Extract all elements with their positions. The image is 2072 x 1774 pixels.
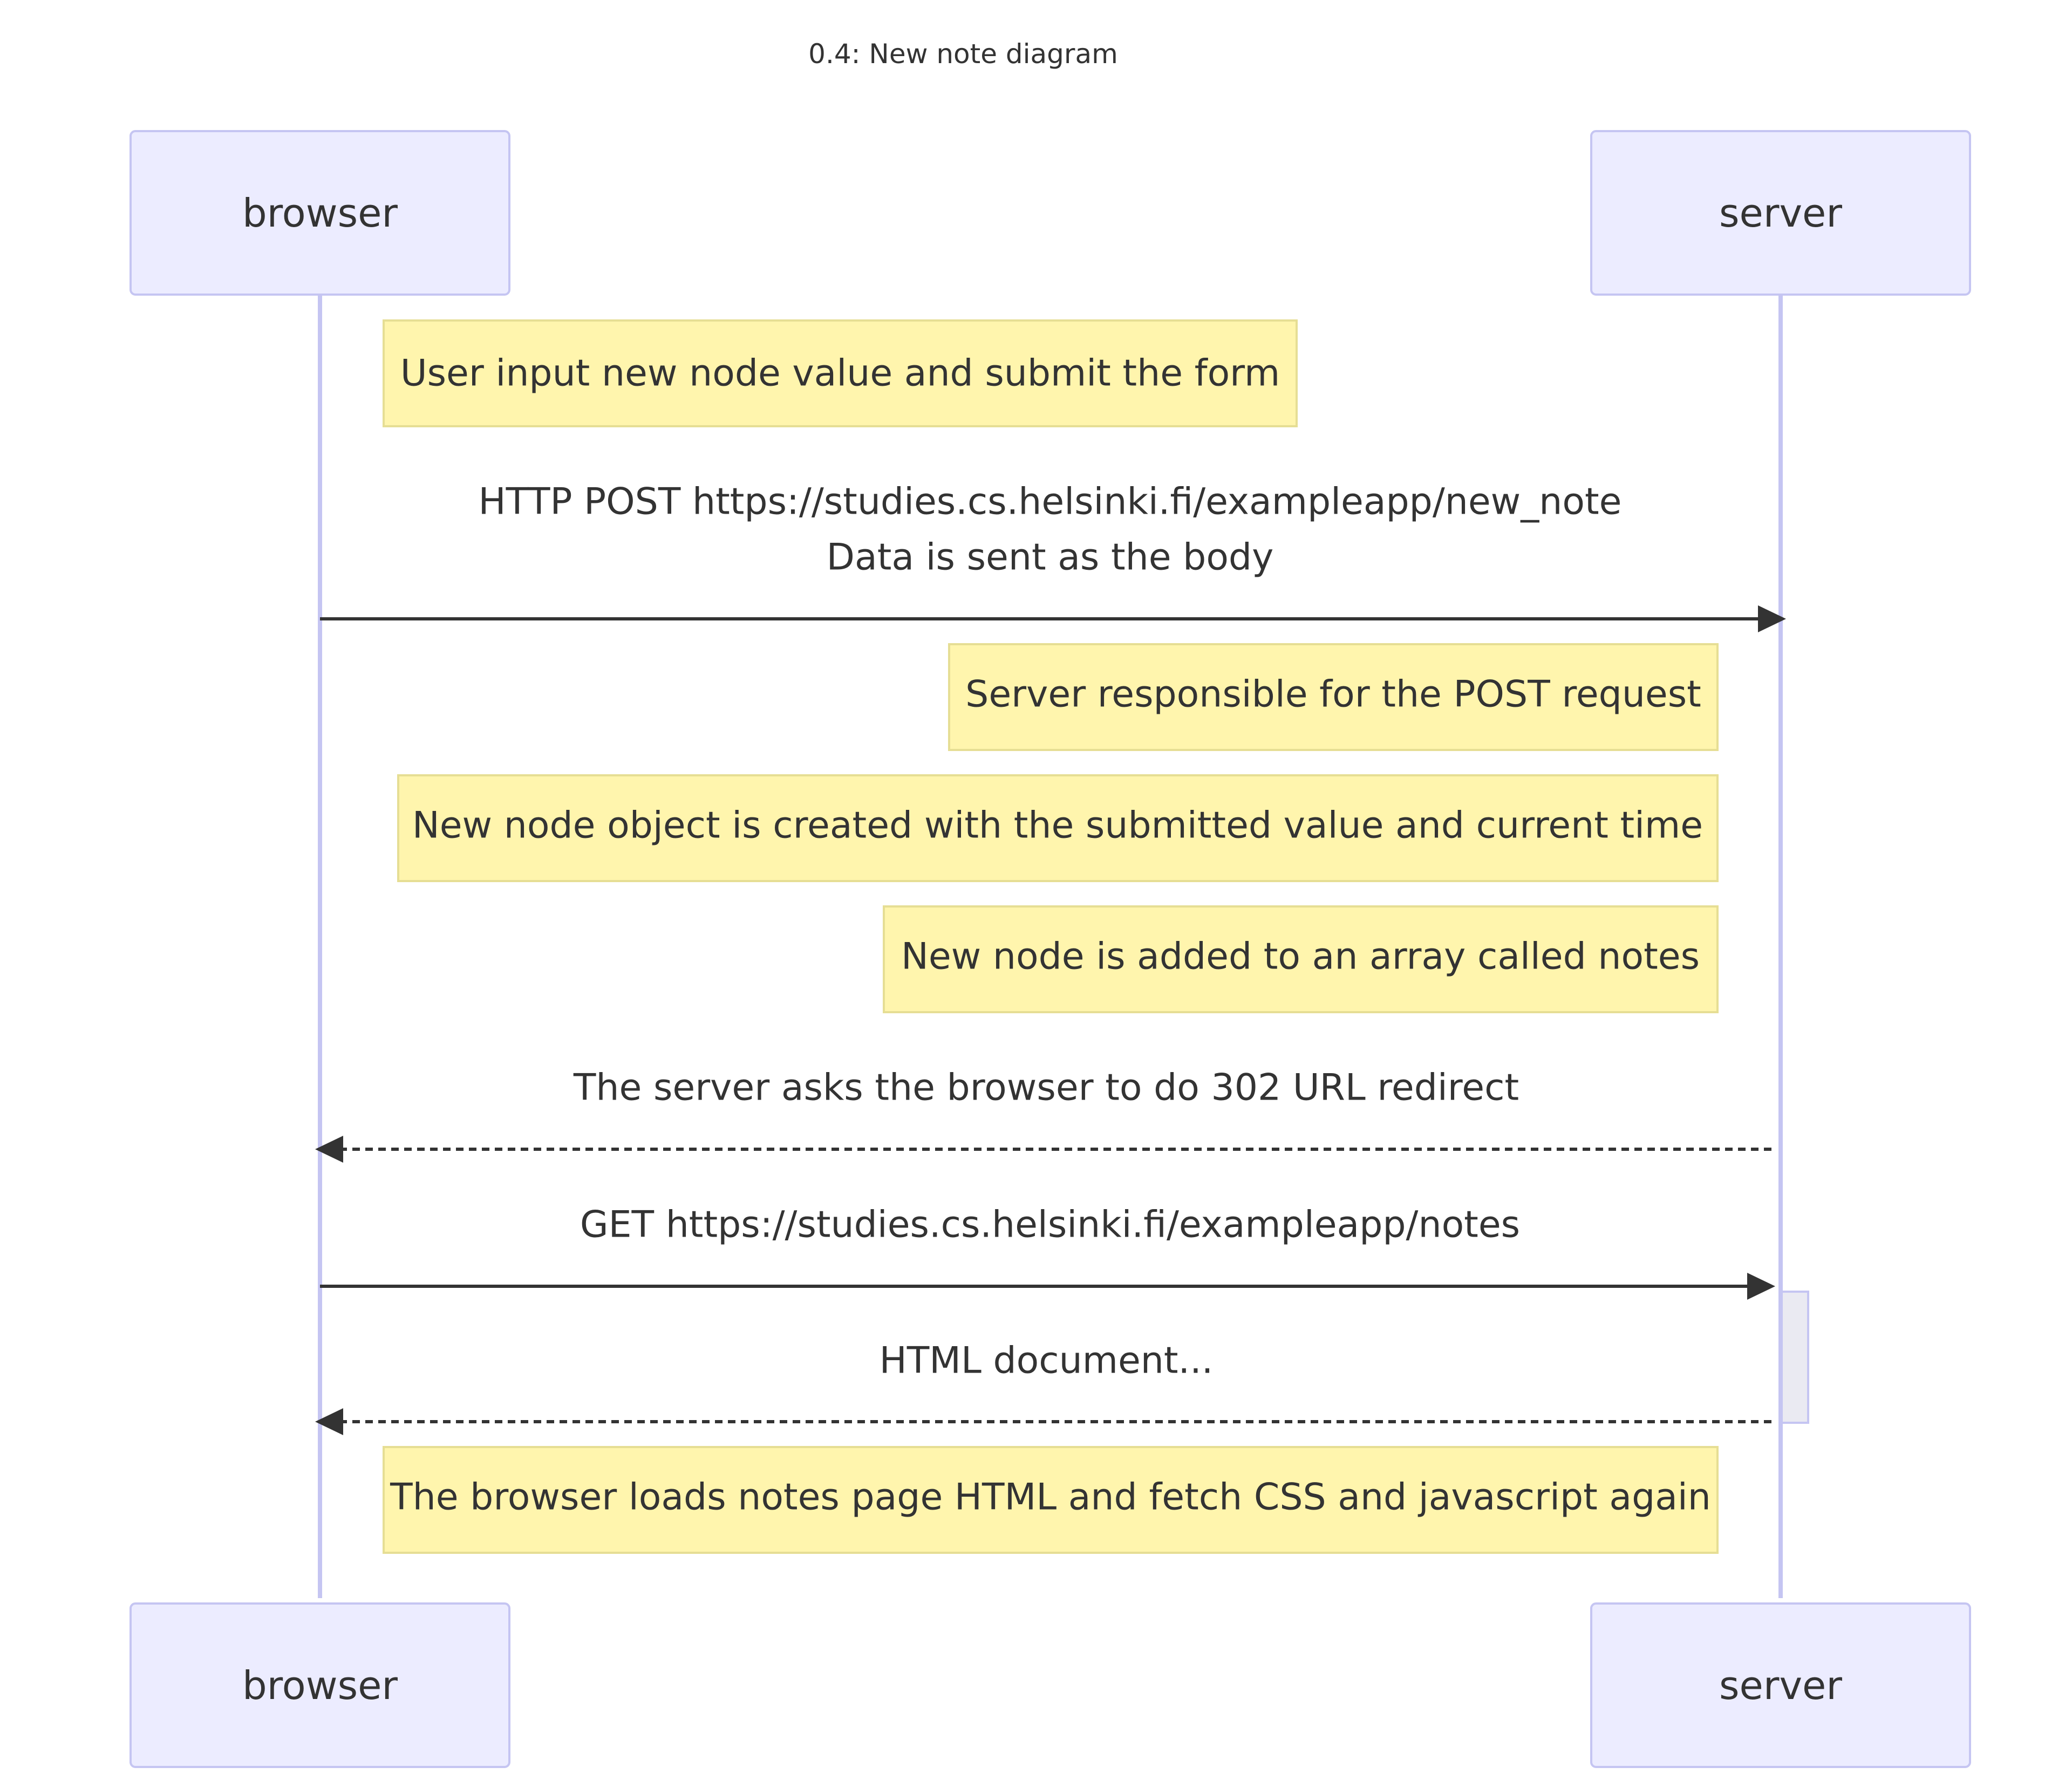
message-html-document: HTML document... — [315, 1340, 1771, 1435]
note-browser-loads-text: The browser loads notes page HTML and fe… — [390, 1476, 1711, 1519]
actor-browser-top: browser — [130, 130, 510, 296]
actor-server-top: server — [1590, 130, 1971, 296]
note-server-responsible: Server responsible for the POST request — [948, 643, 1719, 751]
note-user-input-text: User input new node value and submit the… — [400, 352, 1280, 395]
message-http-post-arrowhead — [1758, 605, 1786, 632]
message-get-notes-arrowhead — [1747, 1273, 1775, 1300]
diagram-title: 0.4: New note diagram — [808, 38, 1118, 70]
message-http-post-label-line1: HTTP POST https://studies.cs.helsinki.fi… — [479, 481, 1622, 523]
message-redirect-arrowhead — [315, 1136, 343, 1163]
note-new-node-object: New node object is created with the subm… — [397, 774, 1719, 882]
note-new-node-object-text: New node object is created with the subm… — [412, 804, 1703, 847]
note-added-to-array: New node is added to an array called not… — [883, 905, 1719, 1013]
message-redirect-label: The server asks the browser to do 302 UR… — [573, 1067, 1519, 1109]
actor-browser-top-label: browser — [242, 190, 398, 236]
actor-server-bottom: server — [1590, 1602, 1971, 1768]
actor-server-bottom-label: server — [1719, 1663, 1842, 1708]
message-html-document-label: HTML document... — [880, 1340, 1214, 1382]
actor-server-top-label: server — [1719, 190, 1842, 236]
note-server-responsible-text: Server responsible for the POST request — [965, 673, 1701, 716]
note-added-to-array-text: New node is added to an array called not… — [901, 936, 1700, 978]
note-browser-loads: The browser loads notes page HTML and fe… — [383, 1446, 1719, 1554]
message-html-document-arrowhead — [315, 1408, 343, 1435]
message-http-post: HTTP POST https://studies.cs.helsinki.fi… — [320, 481, 1786, 632]
message-http-post-label-line2: Data is sent as the body — [827, 536, 1274, 579]
message-get-notes-label: GET https://studies.cs.helsinki.fi/examp… — [580, 1204, 1520, 1246]
server-activation-bar — [1781, 1291, 1809, 1424]
note-user-input: User input new node value and submit the… — [383, 319, 1298, 427]
message-get-notes: GET https://studies.cs.helsinki.fi/examp… — [320, 1204, 1775, 1300]
actor-browser-bottom-label: browser — [242, 1663, 398, 1708]
actor-browser-bottom: browser — [130, 1602, 510, 1768]
message-redirect: The server asks the browser to do 302 UR… — [315, 1067, 1771, 1163]
